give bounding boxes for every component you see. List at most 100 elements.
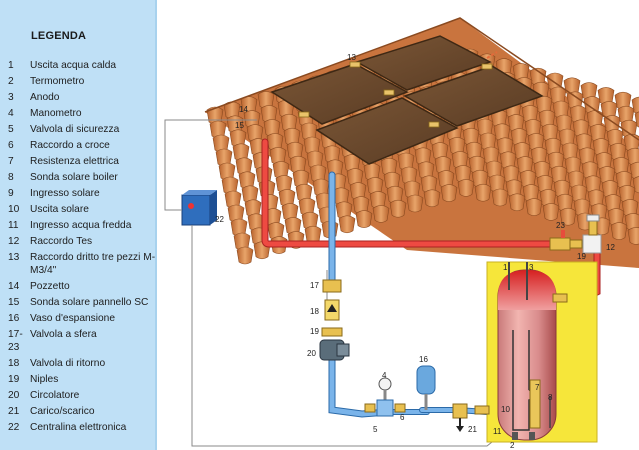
legend-item-number: 2: [8, 76, 14, 87]
legend-item-number: 17- 23: [8, 329, 23, 353]
roof-tile: [236, 246, 254, 265]
callout-13: 13: [347, 53, 356, 62]
callout-14: 14: [239, 105, 248, 114]
roof-tile: [440, 184, 458, 202]
cross-fitting-6: [376, 399, 394, 417]
callouts: 13 14 15 22 23 12 19 17 18 19 20 16 4 5 …: [215, 53, 615, 450]
legend-item-label: Termometro: [30, 76, 85, 87]
roof-tile: [389, 199, 407, 218]
legend-item-label: Raccordo dritto tre pezzi M-M3/4": [30, 252, 156, 276]
callout-11: 11: [493, 427, 502, 436]
legend-item-label: Vaso d'espansione: [30, 313, 116, 324]
panel-connector: [383, 89, 395, 96]
safety-group: [364, 377, 406, 417]
control-unit: [181, 190, 217, 226]
legend-item-label: Pozzetto: [30, 281, 70, 292]
panel-connector: [428, 121, 440, 128]
plumbing-diagram: 13 14 15 22 23 12 19 17 18 19 20 16 4 5 …: [164, 17, 639, 450]
legend-item-label: Anodo: [30, 92, 60, 103]
legend-item: 3 Anodo: [8, 91, 156, 104]
solar-panel: [315, 97, 459, 165]
legend-item-number: 18: [8, 358, 20, 369]
callout-17: 17: [310, 281, 319, 290]
roof-tile: [474, 183, 492, 202]
legend-item: 1 Uscita acqua calda: [8, 59, 156, 72]
legend-item-number: 8: [8, 172, 14, 183]
legend-item-number: 9: [8, 188, 14, 199]
legend-item-label: Niples: [30, 374, 59, 385]
legend-item: 16 Vaso d'espansione: [8, 312, 156, 325]
roof-tile: [457, 179, 475, 197]
callout-22: 22: [215, 215, 224, 224]
callout-18: 18: [310, 307, 319, 316]
boiler-tank: [474, 261, 598, 443]
ball-valve-23: [549, 237, 571, 251]
callout-10: 10: [501, 405, 510, 414]
legend-item-label: Ingresso solare: [30, 188, 100, 199]
legend-item: 14 Pozzetto: [8, 280, 156, 293]
indicator-light-icon: [188, 203, 194, 209]
legend-item-number: 3: [8, 92, 14, 103]
legend-item-number: 21: [8, 406, 20, 417]
roof-tile: [355, 210, 373, 228]
legend-item-label: Raccordo Tes: [30, 236, 93, 247]
solar-panel: [403, 65, 544, 127]
legend-item-number: 14: [8, 281, 20, 292]
roof-tile: [423, 189, 441, 208]
roof-tile: [610, 222, 628, 240]
legend-item: 21 Carico/scarico: [8, 405, 156, 418]
roof-tile: [372, 205, 390, 223]
roof-tile: [508, 193, 526, 212]
drain-group: [452, 403, 468, 432]
expansion-vessel-16: [416, 365, 436, 395]
legend-item: 7 Resistenza elettrica: [8, 155, 156, 168]
legend-item-label: Uscita acqua calda: [30, 60, 117, 71]
legend-item-label: Valvola di ritorno: [30, 358, 106, 369]
callout-15: 15: [235, 121, 244, 130]
legend-item-number: 15: [8, 297, 20, 308]
legend-title: LEGENDA: [31, 30, 87, 42]
callout-5: 5: [373, 425, 378, 434]
valve-group-23: [549, 214, 602, 254]
tee-fitting-12: [582, 234, 602, 254]
legend-item-label: Ingresso acqua fredda: [30, 220, 132, 231]
callout-16: 16: [419, 355, 428, 364]
panel-connector: [349, 61, 361, 68]
callout-23: 23: [556, 221, 565, 230]
roof-tile: [632, 176, 639, 194]
legend-item: 5 Valvola di sicurezza: [8, 123, 156, 136]
legend-item-number: 12: [8, 236, 20, 247]
legend-item-number: 4: [8, 108, 14, 119]
legend-item-number: 5: [8, 124, 14, 135]
legend-item-label: Valvola di sicurezza: [30, 124, 120, 135]
legend-item-number: 19: [8, 374, 20, 385]
safety-valve-5: [364, 403, 376, 413]
roof-tile: [559, 207, 577, 226]
roof-tile: [542, 203, 560, 221]
legend-item-label: Carico/scarico: [30, 406, 95, 417]
legend-item-number: 16: [8, 313, 20, 324]
roof-tile: [491, 188, 509, 207]
callout-19b: 19: [310, 327, 319, 336]
legend-item-label: Resistenza elettrica: [30, 156, 119, 167]
legend-item: 19 Niples: [8, 373, 156, 386]
roof-tile: [525, 198, 543, 216]
legend-item-label: Uscita solare: [30, 204, 89, 215]
legend-item-label: Valvola a sfera: [30, 329, 97, 340]
legend-item: 2 Termometro: [8, 75, 156, 88]
flow-arrow-icon: [327, 304, 337, 312]
callout-19a: 19: [577, 252, 586, 261]
legend-item-number: 1: [8, 60, 14, 71]
callout-8: 8: [548, 393, 553, 402]
roof-tile: [338, 215, 356, 234]
legend-item-number: 7: [8, 156, 14, 167]
solar-panel: [355, 35, 492, 91]
legend-item: 17- 23 Valvola a sfera: [8, 328, 156, 354]
